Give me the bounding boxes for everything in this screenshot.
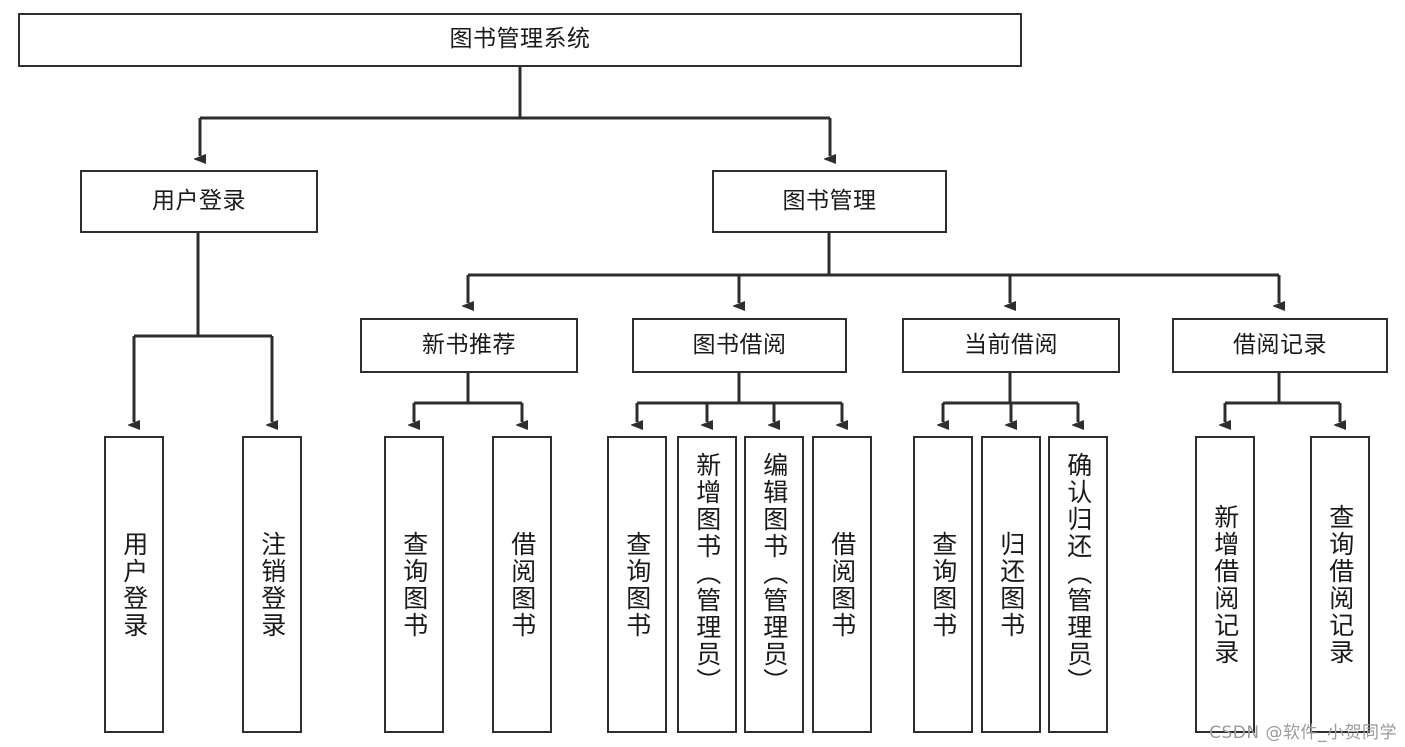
node-label: 注销登录 [257, 530, 287, 639]
leaf-borrow-book-recommend[interactable]: 借阅图书 [492, 436, 552, 733]
leaf-query-book-borrow[interactable]: 查询图书 [607, 436, 667, 733]
node-user-login[interactable]: 用户登录 [80, 170, 318, 233]
leaf-query-borrow-record[interactable]: 查询借阅记录 [1310, 436, 1370, 733]
node-label: 借阅记录 [1233, 331, 1327, 358]
node-label: 当前借阅 [964, 331, 1058, 358]
leaf-confirm-return-admin[interactable]: 确认归还（管理员） [1048, 436, 1108, 733]
node-label: 借阅图书 [507, 530, 537, 639]
leaf-return-book[interactable]: 归还图书 [981, 436, 1041, 733]
node-label: 归还图书 [996, 530, 1026, 639]
node-current-borrow[interactable]: 当前借阅 [902, 318, 1120, 373]
node-label: 查询借阅记录 [1325, 503, 1355, 666]
node-new-book-recommend[interactable]: 新书推荐 [360, 318, 578, 373]
leaf-add-book-admin[interactable]: 新增图书（管理员） [677, 436, 737, 733]
leaf-query-book-recommend[interactable]: 查询图书 [384, 436, 444, 733]
node-label: 新增图书（管理员） [692, 452, 722, 695]
node-label: 借阅图书 [827, 530, 857, 639]
node-label: 确认归还（管理员） [1063, 452, 1093, 695]
node-book-borrow[interactable]: 图书借阅 [632, 318, 847, 373]
node-label: 图书借阅 [692, 331, 787, 358]
node-label: 编辑图书（管理员） [759, 452, 789, 695]
node-label: 新书推荐 [422, 331, 516, 358]
node-label: 查询图书 [928, 530, 958, 639]
leaf-user-login[interactable]: 用户登录 [104, 436, 164, 733]
node-label: 查询图书 [622, 530, 652, 639]
watermark-text: CSDN @软件_小贺同学 [1209, 723, 1397, 743]
leaf-add-borrow-record[interactable]: 新增借阅记录 [1195, 436, 1255, 733]
leaf-query-book-current[interactable]: 查询图书 [913, 436, 973, 733]
node-book-management[interactable]: 图书管理 [712, 170, 947, 233]
node-label: 用户登录 [152, 187, 246, 214]
node-label: 新增借阅记录 [1210, 503, 1240, 666]
leaf-logout-login[interactable]: 注销登录 [242, 436, 302, 733]
node-borrow-record[interactable]: 借阅记录 [1172, 318, 1388, 373]
node-label: 图书管理系统 [449, 26, 591, 53]
node-root-book-management-system[interactable]: 图书管理系统 [18, 13, 1022, 67]
node-label: 查询图书 [399, 530, 429, 639]
node-label: 用户登录 [119, 530, 149, 639]
leaf-borrow-book[interactable]: 借阅图书 [812, 436, 872, 733]
node-label: 图书管理 [782, 187, 877, 214]
leaf-edit-book-admin[interactable]: 编辑图书（管理员） [744, 436, 804, 733]
